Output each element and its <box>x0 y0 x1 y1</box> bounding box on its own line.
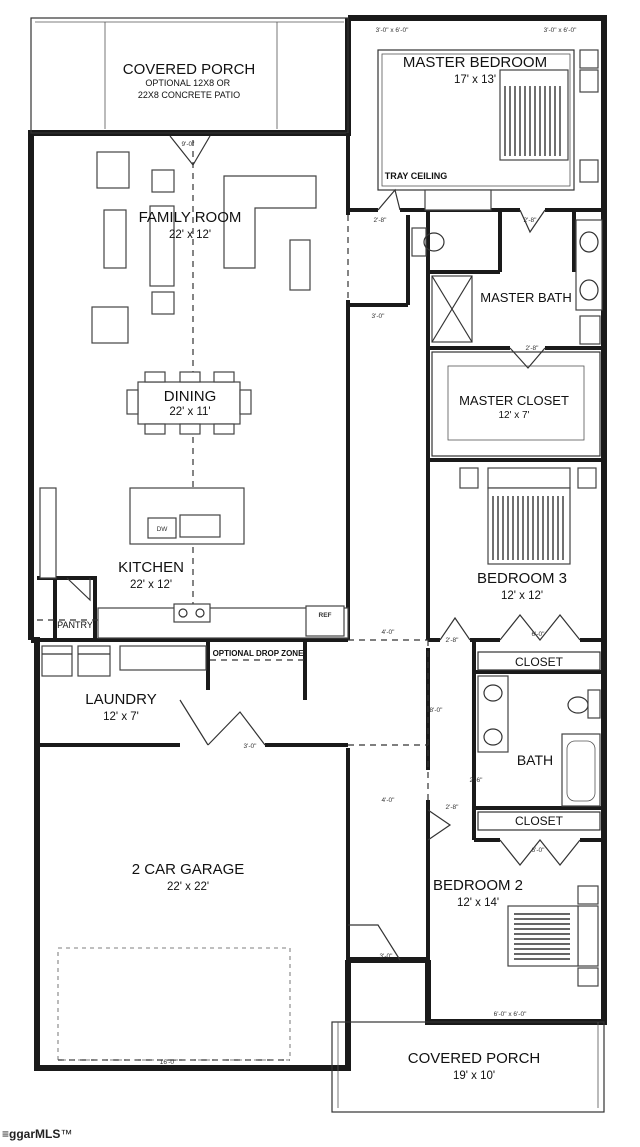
tray-ceiling-note: TRAY CEILING <box>385 171 448 181</box>
hall-vertical-dim: 8'-0" <box>430 707 444 714</box>
mbath-door-dim: 2'-8" <box>524 217 538 224</box>
hall-closet-dim: 3'-0" <box>372 313 386 320</box>
rear-porch-note: OPTIONAL 12X8 OR 22X8 CONCRETE PATIO <box>138 78 240 100</box>
laundry-size: 12' x 7' <box>103 711 139 723</box>
bath-title: BATH <box>517 752 553 768</box>
garage-size: 22' x 22' <box>167 881 209 893</box>
master-closet-shelves <box>431 347 601 457</box>
garage-side-door-dim: 3'-0" <box>380 953 394 960</box>
closet-lower-title: CLOSET <box>515 814 564 828</box>
pantry-label: PANTRY <box>57 620 93 630</box>
mb-door-dim: 2'-8" <box>374 217 388 224</box>
garage-title: 2 CAR GARAGE <box>132 861 245 878</box>
closet-door-dim: 6'-0" <box>532 631 546 638</box>
porch-door-dim: 9'-0" <box>182 141 196 148</box>
kitchen-size: 22' x 12' <box>130 579 172 591</box>
master-bedroom-size: 17' x 13' <box>454 74 496 86</box>
laundry-fixtures <box>41 645 207 677</box>
master-bath-title: MASTER BATH <box>480 290 572 305</box>
bedroom-2-size: 12' x 14' <box>457 897 499 909</box>
closet-upper-box <box>477 651 601 671</box>
kitchen-fixtures <box>39 487 349 639</box>
mb-door-swing <box>377 188 401 211</box>
br2-door-swing <box>427 809 452 841</box>
closet-upper-title: CLOSET <box>515 655 564 669</box>
pantry-door-swing <box>66 577 91 602</box>
master-closet-title: MASTER CLOSET <box>459 393 569 408</box>
interior-walls <box>31 133 604 960</box>
master-closet-size: 12' x 7' <box>498 410 529 421</box>
br2-door-dim: 2'-8" <box>446 804 460 811</box>
dishwasher-label: DW <box>157 526 169 533</box>
mls-trademark: ™ <box>60 1127 73 1141</box>
front-porch-title: COVERED PORCH <box>408 1050 541 1067</box>
family-room-title: FAMILY ROOM <box>139 209 242 226</box>
closet-door-swing <box>499 614 581 641</box>
drop-zone-label: OPTIONAL DROP ZONE <box>213 649 304 658</box>
family-room-furniture <box>91 151 317 344</box>
porch-door-swing <box>169 135 211 167</box>
bedroom-2-furniture <box>507 885 599 987</box>
dining-size: 22' x 11' <box>169 406 210 418</box>
br3-door-dim: 2'-8" <box>446 637 460 644</box>
mbath-door-swing <box>519 209 546 234</box>
front-window-dim: 6'-0" x 6'-0" <box>494 1011 527 1018</box>
bedroom-3-title: BEDROOM 3 <box>477 570 567 587</box>
hall-upper-dim: 4'-0" <box>382 629 396 636</box>
master-bedroom-title: MASTER BEDROOM <box>403 54 547 71</box>
front-porch-outline <box>331 1021 605 1113</box>
rear-porch-outline <box>30 17 349 134</box>
hall-lower-dim: 4'-0" <box>382 797 396 804</box>
laundry-door-swing <box>179 699 266 746</box>
mls-logo: ≡ggarMLS <box>2 1127 61 1141</box>
bedroom-2-title: BEDROOM 2 <box>433 877 523 894</box>
front-porch-size: 19' x 10' <box>453 1070 495 1082</box>
dining-table <box>126 371 252 435</box>
dining-title: DINING <box>164 388 217 405</box>
laundry-title: LAUNDRY <box>85 691 156 708</box>
bath-door-dim: 2'-6" <box>470 777 484 784</box>
fridge-label: REF <box>319 612 332 619</box>
master-bath-fixtures <box>411 219 603 345</box>
mb-window-right-dim: 3'-0" x 6'-0" <box>544 27 577 34</box>
mb-window-left-dim: 3'-0" x 6'-0" <box>376 27 409 34</box>
mc-door-dim: 2'-8" <box>526 345 540 352</box>
rear-porch-title: COVERED PORCH <box>123 61 256 78</box>
garage-width-dim: 16'-0" <box>160 1059 177 1066</box>
kitchen-title: KITCHEN <box>118 559 184 576</box>
bath-fixtures <box>477 675 601 807</box>
mls-watermark: ≡ggarMLS™ <box>2 1127 72 1141</box>
garage-door-outline <box>57 947 291 1061</box>
bedroom-3-size: 12' x 12' <box>501 590 543 602</box>
garage-side-door-swing <box>348 924 401 961</box>
closet-lower-box <box>477 811 601 831</box>
bedroom-3-furniture <box>459 467 597 565</box>
br3-door-swing <box>439 616 471 641</box>
family-room-size: 22' x 12' <box>169 229 211 241</box>
laundry-door-dim: 3'-0" <box>244 743 258 750</box>
master-bedroom-furniture <box>377 49 599 211</box>
closet2-door-swing <box>499 839 581 866</box>
closet2-door-dim: 6'-0" <box>532 847 546 854</box>
